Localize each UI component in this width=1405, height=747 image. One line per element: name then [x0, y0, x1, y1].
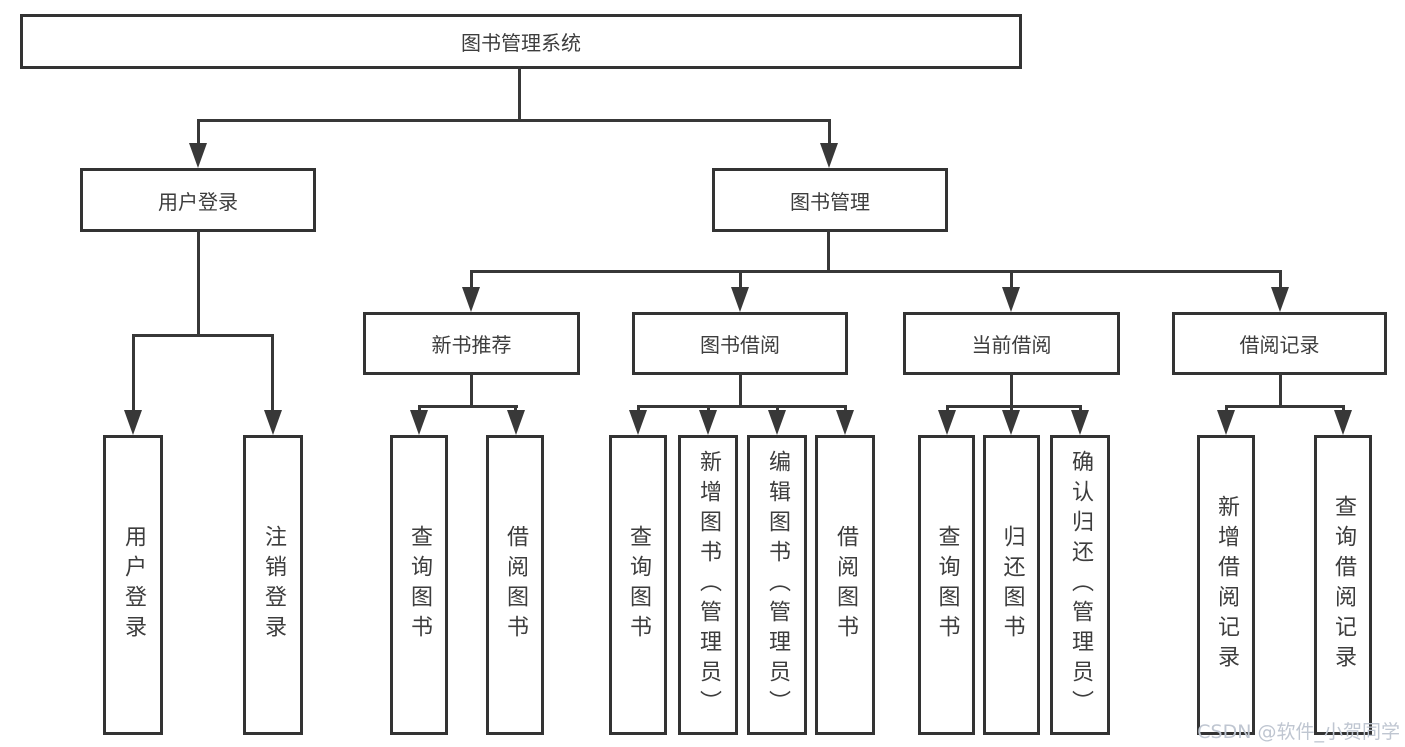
node-leaf-confirm-return-admin: 确认归还（管理员）	[1050, 435, 1110, 735]
arrow-down-icon	[462, 287, 480, 312]
connector-line	[1342, 405, 1345, 414]
connector-line	[514, 405, 517, 414]
arrow-down-icon	[731, 287, 749, 312]
connector-line	[776, 405, 779, 414]
arrow-down-icon	[820, 143, 838, 168]
connector-line	[946, 405, 949, 414]
node-leaf-return-books: 归还图书	[983, 435, 1040, 735]
node-leaf-borrow-books-borrowing-label: 借阅图书	[833, 525, 858, 645]
connector-line	[197, 119, 200, 147]
arrow-down-icon	[1334, 410, 1352, 435]
node-leaf-add-books-admin: 新增图书（管理员）	[678, 435, 738, 735]
connector-line	[1279, 373, 1282, 407]
node-leaf-user-login-label: 用户登录	[121, 525, 146, 645]
node-leaf-query-books-recommend-label: 查询图书	[407, 525, 432, 645]
node-book-management: 图书管理	[712, 168, 948, 232]
connector-line	[637, 405, 847, 408]
connector-line	[418, 405, 518, 408]
node-book-borrowing: 图书借阅	[632, 312, 848, 375]
watermark: CSDN @软件_小贺同学	[1197, 721, 1400, 743]
node-leaf-edit-books-admin-label: 编辑图书（管理员）	[765, 450, 790, 720]
connector-line	[470, 373, 473, 407]
connector-line	[271, 334, 274, 414]
connector-line	[132, 334, 274, 337]
node-user-login-branch-label: 用户登录	[158, 189, 238, 214]
connector-line	[739, 270, 742, 290]
connector-line	[470, 270, 473, 290]
node-leaf-query-books-current: 查询图书	[918, 435, 975, 735]
node-leaf-query-borrow-record-label: 查询借阅记录	[1331, 495, 1356, 675]
arrow-down-icon	[836, 410, 854, 435]
arrow-down-icon	[189, 143, 207, 168]
connector-line	[637, 405, 640, 414]
node-leaf-query-books-current-label: 查询图书	[934, 525, 960, 645]
connector-line	[418, 405, 421, 414]
node-leaf-add-borrow-record-label: 新增借阅记录	[1214, 495, 1239, 675]
connector-line	[1079, 405, 1082, 414]
connector-line	[707, 405, 710, 414]
node-new-book-recommend-label: 新书推荐	[431, 333, 512, 357]
node-leaf-query-borrow-record: 查询借阅记录	[1314, 435, 1372, 735]
connector-line	[518, 66, 521, 119]
connector-line	[132, 334, 135, 414]
node-leaf-add-books-admin-label: 新增图书（管理员）	[696, 450, 721, 720]
arrow-down-icon	[1002, 287, 1020, 312]
arrow-down-icon	[938, 410, 956, 435]
connector-line	[1225, 405, 1228, 414]
node-book-borrowing-label: 图书借阅	[700, 333, 780, 357]
node-library-system: 图书管理系统	[20, 14, 1022, 69]
connector-line	[1010, 405, 1013, 414]
node-library-system-label: 图书管理系统	[461, 31, 581, 55]
arrow-down-icon	[1271, 287, 1289, 312]
node-leaf-edit-books-admin: 编辑图书（管理员）	[747, 435, 807, 735]
connector-line	[828, 119, 831, 147]
arrow-down-icon	[410, 410, 428, 435]
arrow-down-icon	[1217, 410, 1235, 435]
connector-line	[827, 230, 830, 272]
connector-line	[1010, 270, 1013, 290]
node-leaf-user-login: 用户登录	[103, 435, 163, 735]
connector-line	[197, 119, 831, 122]
node-leaf-borrow-books-recommend: 借阅图书	[486, 435, 544, 735]
node-book-management-label: 图书管理	[790, 189, 870, 214]
node-borrowing-records-label: 借阅记录	[1239, 333, 1320, 357]
node-leaf-confirm-return-admin-label: 确认归还（管理员）	[1068, 450, 1093, 720]
node-leaf-query-books-recommend: 查询图书	[390, 435, 448, 735]
node-borrowing-records: 借阅记录	[1172, 312, 1387, 375]
node-leaf-add-borrow-record: 新增借阅记录	[1197, 435, 1255, 735]
node-leaf-return-books-label: 归还图书	[999, 525, 1025, 645]
arrow-down-icon	[768, 410, 786, 435]
connector-line	[946, 405, 1082, 408]
node-leaf-borrow-books-borrowing: 借阅图书	[815, 435, 875, 735]
node-new-book-recommend: 新书推荐	[363, 312, 580, 375]
node-current-borrowing-label: 当前借阅	[971, 333, 1052, 357]
node-current-borrowing: 当前借阅	[903, 312, 1120, 375]
arrow-down-icon	[629, 410, 647, 435]
arrow-down-icon	[264, 410, 282, 435]
connector-line	[844, 405, 847, 414]
node-leaf-borrow-books-recommend-label: 借阅图书	[503, 525, 528, 645]
node-user-login-branch: 用户登录	[80, 168, 316, 232]
arrow-down-icon	[124, 410, 142, 435]
connector-line	[197, 230, 200, 336]
connector-line	[1225, 405, 1345, 408]
node-leaf-query-books-borrowing: 查询图书	[609, 435, 667, 735]
connector-line	[470, 270, 1282, 273]
arrow-down-icon	[1002, 410, 1020, 435]
connector-line	[1279, 270, 1282, 290]
connector-line	[1010, 373, 1013, 407]
arrow-down-icon	[1071, 410, 1089, 435]
node-leaf-logout: 注销登录	[243, 435, 303, 735]
arrow-down-icon	[699, 410, 717, 435]
arrow-down-icon	[507, 410, 525, 435]
node-leaf-query-books-borrowing-label: 查询图书	[626, 525, 651, 645]
node-leaf-logout-label: 注销登录	[261, 525, 286, 645]
connector-line	[739, 373, 742, 407]
